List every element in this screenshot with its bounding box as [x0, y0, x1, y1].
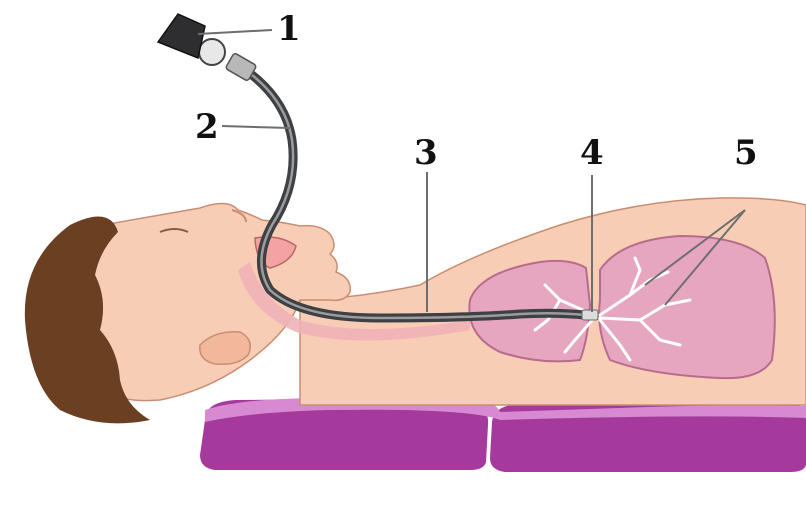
label-3: 3	[414, 133, 438, 173]
lung-right	[599, 236, 775, 378]
label-2: 2	[195, 107, 219, 147]
label-5: 5	[734, 133, 758, 173]
scope-dial	[199, 39, 225, 65]
label-1: 1	[277, 9, 301, 49]
distal-tip	[582, 310, 598, 320]
pillows	[200, 398, 806, 472]
label-4: 4	[580, 133, 604, 173]
